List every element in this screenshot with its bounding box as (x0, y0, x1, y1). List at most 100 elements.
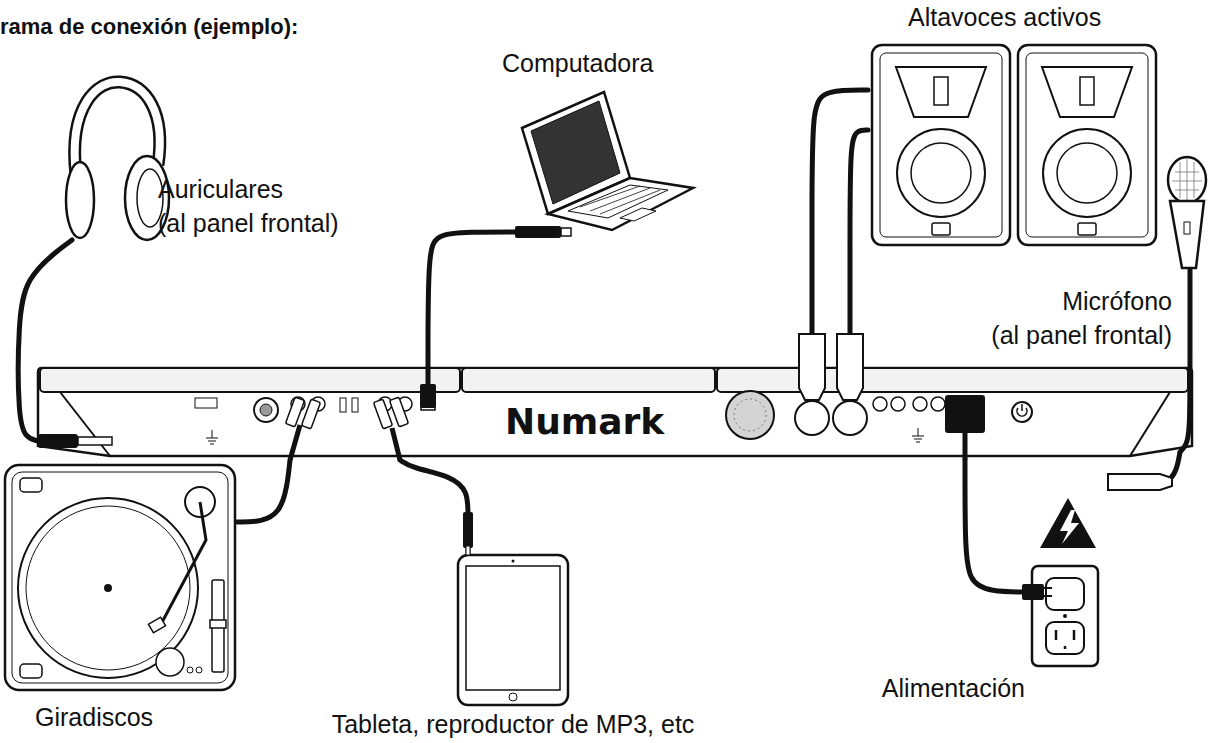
woofer (1057, 143, 1117, 203)
headphones: Auriculares (al panel frontal) (62, 80, 165, 240)
speaker (1018, 45, 1156, 245)
xlr-plug (799, 334, 825, 400)
diagram-title: rama de conexión (ejemplo): (0, 14, 298, 40)
switch (352, 398, 358, 412)
lock-slot (734, 399, 766, 431)
power-plug (945, 395, 985, 433)
platter (26, 506, 190, 670)
keyboard (568, 185, 668, 218)
mic-switch (1184, 222, 1190, 234)
lock-slot (726, 391, 774, 439)
xlr-jack (833, 401, 867, 435)
mini-jack (463, 512, 473, 548)
speaker-front (1026, 53, 1148, 237)
speed-selector (156, 648, 184, 676)
device-label: Alimentación (830, 673, 1025, 703)
port (1078, 223, 1096, 235)
device-label: Auriculares (al panel frontal) (158, 173, 339, 241)
woofer (897, 129, 985, 217)
speaker-cabinet (1018, 45, 1156, 245)
receptacle-slot (1056, 630, 1074, 649)
cable (812, 90, 868, 368)
cable (1180, 270, 1190, 452)
power-outlet: Alimentación (1030, 560, 1098, 668)
woofer (1043, 129, 1131, 217)
combo-jack (260, 404, 272, 416)
ground-symbol (206, 430, 218, 444)
device-label: Tableta, reproductor de MP3, etc (296, 709, 730, 739)
start-button (20, 478, 42, 492)
cable (965, 460, 1030, 592)
rca-jack (931, 397, 945, 411)
controller-body (38, 368, 1192, 456)
rca-plug (302, 399, 321, 429)
plug-prong (1044, 588, 1052, 596)
power-button (1012, 402, 1032, 422)
rca-jack (873, 397, 887, 411)
usb-plug (420, 384, 436, 408)
lightning-bolt (1060, 510, 1079, 544)
cable (428, 232, 515, 368)
mini-jack (466, 546, 470, 555)
speaker-cabinet (872, 45, 1010, 245)
speaker-pair: Altavoces activos (868, 40, 1160, 250)
start-button (20, 664, 42, 678)
power-plug (1022, 584, 1044, 600)
power-symbol (1017, 404, 1027, 416)
rca-plug (286, 397, 305, 427)
headshell (148, 617, 165, 633)
device-label: Micrófono (al panel frontal) (960, 285, 1172, 353)
mic-grille (1172, 158, 1202, 202)
cable (850, 130, 868, 368)
rca-jack (913, 397, 927, 411)
tweeter (934, 77, 948, 105)
tonearm (160, 502, 206, 626)
cable (18, 240, 72, 441)
turntable-plinth (12, 472, 228, 683)
device-label: Altavoces activos (908, 2, 1101, 32)
rca-plug (374, 399, 393, 429)
rca-plug (390, 397, 409, 427)
switch (195, 398, 217, 408)
tweeter-horn (896, 67, 986, 117)
usb-plug (515, 226, 561, 238)
camera (512, 560, 515, 563)
tablet-body (458, 555, 568, 705)
button (187, 667, 193, 673)
cable (237, 460, 290, 522)
xlr-plug (1108, 474, 1172, 490)
button (196, 667, 202, 673)
mic-body (1170, 201, 1204, 268)
top-bar (462, 368, 715, 392)
tweeter-horn (1042, 67, 1132, 117)
port (932, 223, 950, 235)
speaker-front (880, 53, 1002, 237)
device-label: Giradiscos (35, 702, 153, 732)
speaker (872, 45, 1010, 245)
xlr-plug (837, 334, 863, 400)
turntable: Giradiscos (5, 462, 237, 690)
tweeter (1080, 77, 1094, 105)
top-bar (717, 368, 1188, 392)
dj-controller: Numark (38, 368, 1180, 460)
receptacle (1046, 622, 1084, 654)
warning-triangle (1040, 498, 1096, 548)
mic-grille (1168, 157, 1206, 203)
xlr-jack (795, 401, 829, 435)
cable (963, 432, 968, 460)
tablet-player: Tableta, reproductor de MP3, etc (456, 553, 570, 707)
jack-plug (38, 434, 78, 448)
tablet-screen (466, 566, 560, 690)
cable (400, 460, 468, 553)
wall-outlet (1032, 566, 1098, 666)
turntable-plinth (5, 465, 235, 690)
microphone: Micrófono (al panel frontal) (1165, 160, 1210, 270)
top-bar (40, 368, 460, 392)
home-button (509, 693, 517, 701)
laptop-computer: Computadora (515, 88, 693, 235)
switch (340, 398, 346, 412)
